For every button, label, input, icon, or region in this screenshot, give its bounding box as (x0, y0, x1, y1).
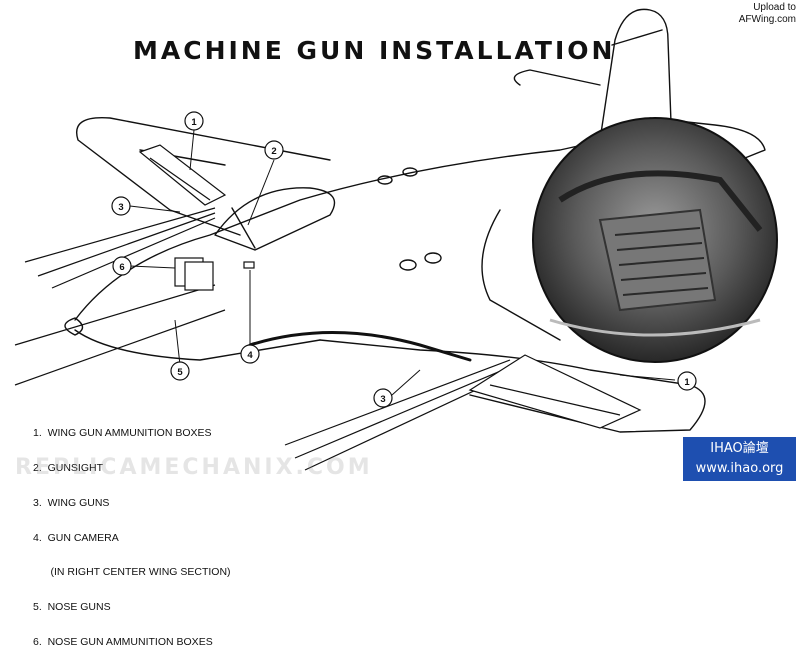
callout-4-gun-camera: 4 (247, 350, 253, 361)
gun-camera (243, 261, 255, 269)
callout-1-right-wing: 1 (684, 377, 690, 388)
aircraft-illustration: 1 2 3 6 4 5 3 1 (14, 8, 778, 471)
tail-fin (599, 8, 673, 151)
ihao-badge-line1: IHAO論壇 (710, 441, 769, 456)
callout-2-gunsight: 2 (271, 146, 276, 157)
right-wing (319, 339, 706, 433)
legend-item-3: 3. WING GUNS (33, 496, 110, 509)
legend-item-4-note: (IN RIGHT CENTER WING SECTION) (33, 566, 231, 579)
diagram-title: MACHINE GUN INSTALLATION (133, 36, 616, 65)
nose-spinner (64, 317, 84, 336)
callout-5-nose-guns: 5 (177, 367, 183, 378)
horizontal-stabilizer (513, 69, 601, 86)
fuselage-top (74, 129, 651, 321)
right-wing-gun-barrel (284, 359, 511, 446)
upload-credit-line1: Upload to (753, 2, 796, 13)
inset-photo (532, 117, 778, 363)
legend: 1. WING GUN AMMUNITION BOXES 2. GUNSIGHT… (33, 405, 231, 660)
left-wing-ammo-box (138, 144, 227, 206)
ihao-badge-line2: www.ihao.org (695, 461, 784, 476)
legend-item-4: 4. GUN CAMERA (33, 531, 119, 544)
legend-item-5: 5. NOSE GUNS (33, 601, 111, 614)
legend-item-2: 2. GUNSIGHT (33, 461, 104, 474)
left-wing-gun-barrel (24, 207, 216, 263)
callout-1-left-wing: 1 (191, 117, 197, 128)
callout-6-nose-ammo: 6 (119, 262, 124, 273)
legend-item-1: 1. WING GUN AMMUNITION BOXES (33, 427, 212, 440)
canopy (214, 187, 336, 251)
upload-credit-line2: AFWing.com (738, 14, 796, 25)
fuselage-bottom (74, 329, 321, 361)
ihao-badge: IHAO論壇 www.ihao.org (683, 437, 796, 481)
left-wing (76, 116, 331, 236)
legend-item-6: 6. NOSE GUN AMMUNITION BOXES (33, 635, 213, 648)
watermark: REPLICAMECHANIX.COM (15, 455, 373, 480)
callout-3-right-wing-guns: 3 (380, 394, 385, 405)
callout-3-left-wing-guns: 3 (118, 202, 123, 213)
nose-gun-barrel (14, 284, 216, 346)
upload-credit: Upload to AFWing.com (739, 2, 796, 26)
